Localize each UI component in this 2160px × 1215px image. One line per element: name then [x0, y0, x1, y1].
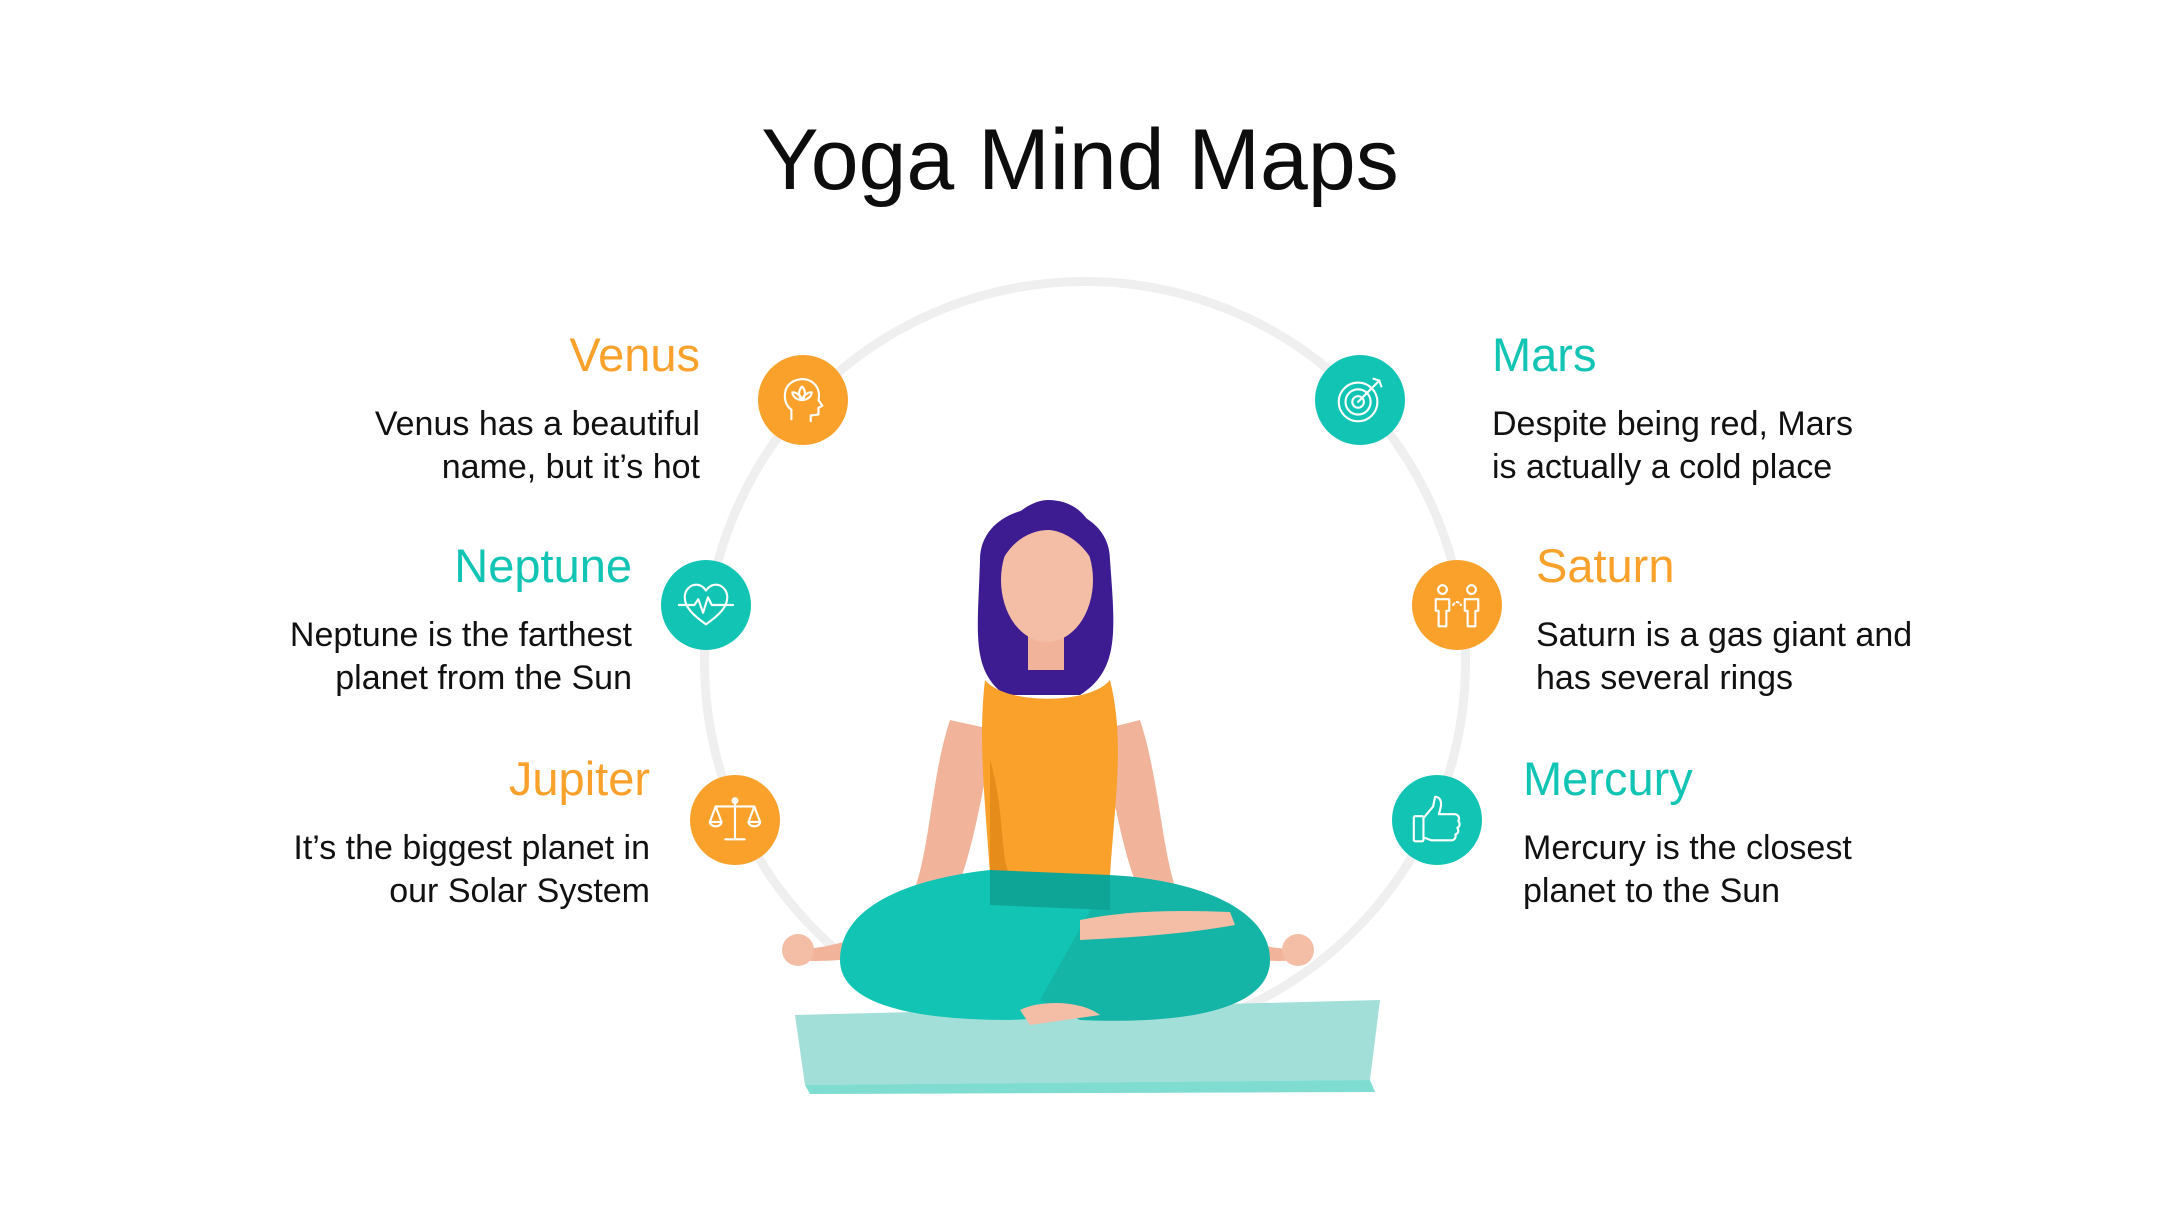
item-venus: Venus Venus has a beautiful name, but it… — [100, 327, 700, 489]
heart-pulse-icon — [677, 583, 735, 626]
item-description-line: planet to the Sun — [1523, 872, 1781, 910]
jupiter-icon-badge — [690, 775, 780, 865]
item-description-line: our Solar System — [389, 872, 650, 910]
saturn-icon-badge — [1412, 560, 1502, 650]
item-jupiter: Jupiter It’s the biggest planet in our S… — [50, 751, 650, 913]
target-icon — [1337, 377, 1383, 423]
item-title: Neptune — [454, 539, 632, 592]
item-mars: Mars Despite being red, Mars is actually… — [1492, 327, 2092, 489]
thumbs-up-icon — [1412, 795, 1461, 843]
item-description-line: Despite being red, Mars — [1492, 405, 1853, 443]
item-description: Venus has a beautiful name, but it’s hot — [100, 403, 700, 489]
item-description-line: name, but it’s hot — [441, 448, 700, 486]
item-title: Saturn — [1536, 539, 1675, 592]
item-description: Saturn is a gas giant and has several ri… — [1536, 614, 2136, 700]
item-title: Mars — [1492, 328, 1597, 381]
slide-title: Yoga Mind Maps — [761, 112, 1399, 208]
item-description: Neptune is the farthest planet from the … — [32, 614, 632, 700]
head-lotus-icon — [783, 378, 824, 423]
item-title: Jupiter — [508, 752, 650, 805]
item-description-line: It’s the biggest planet in — [293, 829, 650, 867]
mercury-icon-badge — [1392, 775, 1482, 865]
item-description: Mercury is the closest planet to the Sun — [1523, 827, 2123, 913]
neptune-icon-badge — [661, 560, 751, 650]
item-description-line: Saturn is a gas giant and — [1536, 616, 1913, 654]
item-description-line: is actually a cold place — [1492, 448, 1833, 486]
venus-icon-badge — [758, 355, 848, 445]
item-saturn: Saturn Saturn is a gas giant and has sev… — [1536, 538, 2136, 700]
item-description-line: Venus has a beautiful — [374, 405, 700, 443]
mars-icon-badge — [1315, 355, 1405, 445]
item-description-line: Neptune is the farthest — [289, 616, 632, 654]
item-description-line: has several rings — [1536, 659, 1794, 697]
people-icon — [1434, 584, 1480, 628]
item-neptune: Neptune Neptune is the farthest planet f… — [32, 538, 632, 700]
yoga-woman-illustration — [782, 500, 1380, 1094]
balance-scale-icon — [708, 797, 762, 841]
item-title: Venus — [569, 328, 700, 381]
item-title: Mercury — [1523, 752, 1693, 805]
item-mercury: Mercury Mercury is the closest planet to… — [1523, 751, 2123, 913]
item-description: Despite being red, Mars is actually a co… — [1492, 403, 2092, 489]
item-description-line: planet from the Sun — [335, 659, 632, 697]
item-description-line: Mercury is the closest — [1523, 829, 1852, 867]
item-description: It’s the biggest planet in our Solar Sys… — [50, 827, 650, 913]
